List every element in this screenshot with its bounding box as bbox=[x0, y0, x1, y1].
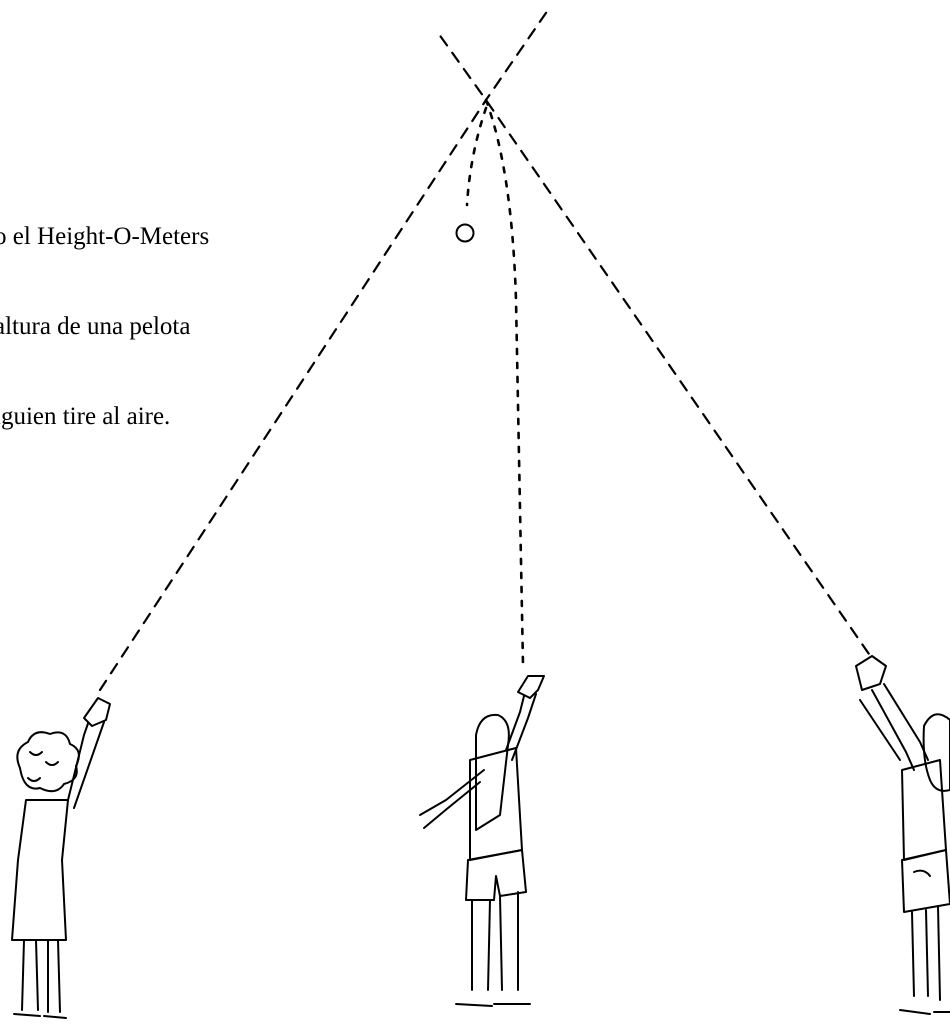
child-center-arm-lowered bbox=[420, 770, 484, 828]
ball-path-center bbox=[486, 100, 523, 665]
child-center-hand bbox=[518, 676, 544, 698]
child-right-hand bbox=[856, 656, 886, 690]
child-right-shirt bbox=[902, 760, 946, 860]
child-left-hair bbox=[17, 732, 79, 791]
child-left-legs bbox=[14, 940, 66, 1018]
sight-line-left bbox=[100, 10, 548, 690]
child-left-hand bbox=[84, 698, 110, 726]
ball-icon bbox=[457, 225, 474, 242]
child-center-legs bbox=[456, 892, 530, 1006]
child-left-arm bbox=[68, 712, 104, 808]
child-right-shorts bbox=[902, 850, 950, 912]
child-center-shirt bbox=[470, 748, 522, 860]
child-right-legs bbox=[900, 906, 950, 1014]
child-left bbox=[12, 698, 110, 1018]
child-right-hair bbox=[924, 714, 950, 791]
child-center bbox=[420, 676, 544, 1006]
child-right-arms bbox=[860, 684, 928, 770]
sight-line-right bbox=[436, 30, 880, 670]
sight-lines bbox=[100, 10, 880, 690]
child-left-body bbox=[12, 800, 68, 940]
ball-drop-line bbox=[467, 108, 486, 205]
child-right bbox=[856, 656, 950, 1014]
